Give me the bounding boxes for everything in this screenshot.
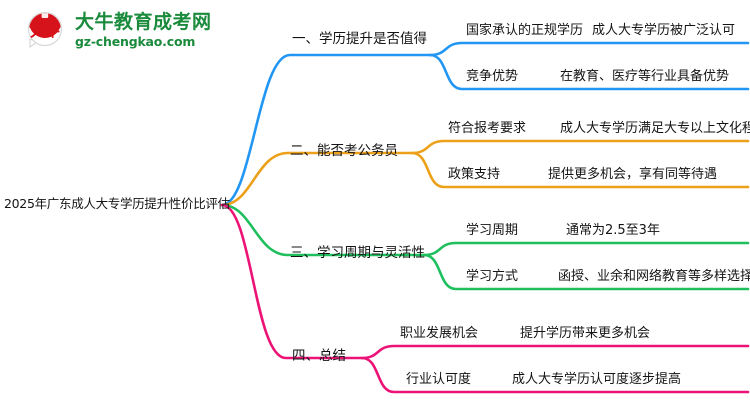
svg-text:大牛: 大牛 xyxy=(30,22,60,40)
sub-node-4-1[interactable]: 职业发展机会 xyxy=(400,326,479,341)
sub-node-3-2[interactable]: 学习方式 xyxy=(466,269,519,284)
sub-node-3-1[interactable]: 学习周期 xyxy=(466,223,519,238)
leaf-node-1-2[interactable]: 在教育、医疗等行业具备优势 xyxy=(560,69,730,84)
logo-title: 大牛教育成考网 xyxy=(75,11,212,34)
leaf-node-1-1[interactable]: 成人大专学历被广泛认可 xyxy=(592,23,736,38)
leaf-node-3-1[interactable]: 通常为2.5至3年 xyxy=(566,223,660,238)
branch-node-1[interactable]: 一、学历提升是否值得 xyxy=(292,31,427,47)
leaf-node-4-2[interactable]: 成人大专学历认可度逐步提高 xyxy=(512,372,682,387)
sub-node-4-2[interactable]: 行业认可度 xyxy=(406,372,472,387)
logo-text: 大牛教育成考网 gz-chengkao.com xyxy=(75,13,212,49)
logo-mark-icon: 大牛 xyxy=(22,9,68,53)
branch-node-4[interactable]: 四、总结 xyxy=(292,348,346,364)
leaf-node-3-2[interactable]: 函授、业余和网络教育等多样选择 xyxy=(558,269,750,284)
leaf-node-2-1[interactable]: 成人大专学历满足大专以上文化程度 xyxy=(560,121,750,136)
leaf-node-2-2[interactable]: 提供更多机会，享有同等待遇 xyxy=(548,167,718,182)
logo-subtitle: gz-chengkao.com xyxy=(75,34,196,50)
sub-node-2-2[interactable]: 政策支持 xyxy=(448,167,501,182)
leaf-node-4-1[interactable]: 提升学历带来更多机会 xyxy=(520,326,651,341)
sub-node-1-2[interactable]: 竞争优势 xyxy=(466,69,519,84)
sub-node-1-1[interactable]: 国家承认的正规学历 xyxy=(466,23,584,38)
branch-node-2[interactable]: 二、能否考公务员 xyxy=(290,143,398,159)
site-logo: 大牛 大牛教育成考网 gz-chengkao.com xyxy=(22,9,212,53)
root-node[interactable]: 2025年广东成人大专学历提升性价比评估 xyxy=(4,196,230,211)
sub-node-2-1[interactable]: 符合报考要求 xyxy=(448,121,527,136)
branch-node-3[interactable]: 三、学习周期与灵活性 xyxy=(290,245,425,261)
